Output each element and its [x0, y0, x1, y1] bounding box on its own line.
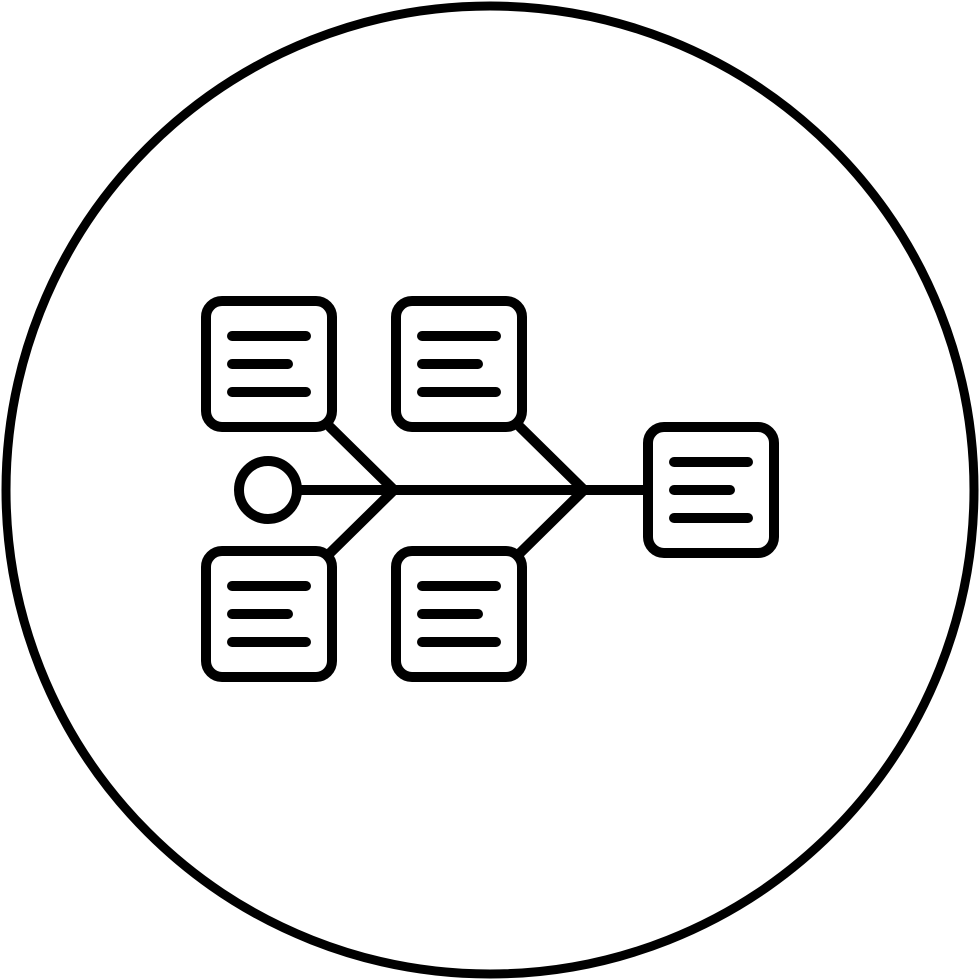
cause-box-bottom-middle — [391, 546, 527, 682]
box-frame — [391, 546, 527, 682]
tail-circle — [234, 456, 302, 524]
bone-bottom-left — [325, 485, 399, 558]
bone-top-left — [325, 422, 399, 495]
bone-top-middle — [515, 422, 589, 495]
box-frame — [391, 296, 527, 432]
cause-box-top-left — [201, 296, 337, 432]
box-frame — [201, 296, 337, 432]
box-frame — [201, 546, 337, 682]
boxes-group — [201, 296, 779, 682]
box-frame — [643, 422, 779, 558]
bone-bottom-middle — [515, 485, 589, 558]
cause-box-bottom-left — [201, 546, 337, 682]
cause-box-top-middle — [391, 296, 527, 432]
effect-box — [643, 422, 779, 558]
